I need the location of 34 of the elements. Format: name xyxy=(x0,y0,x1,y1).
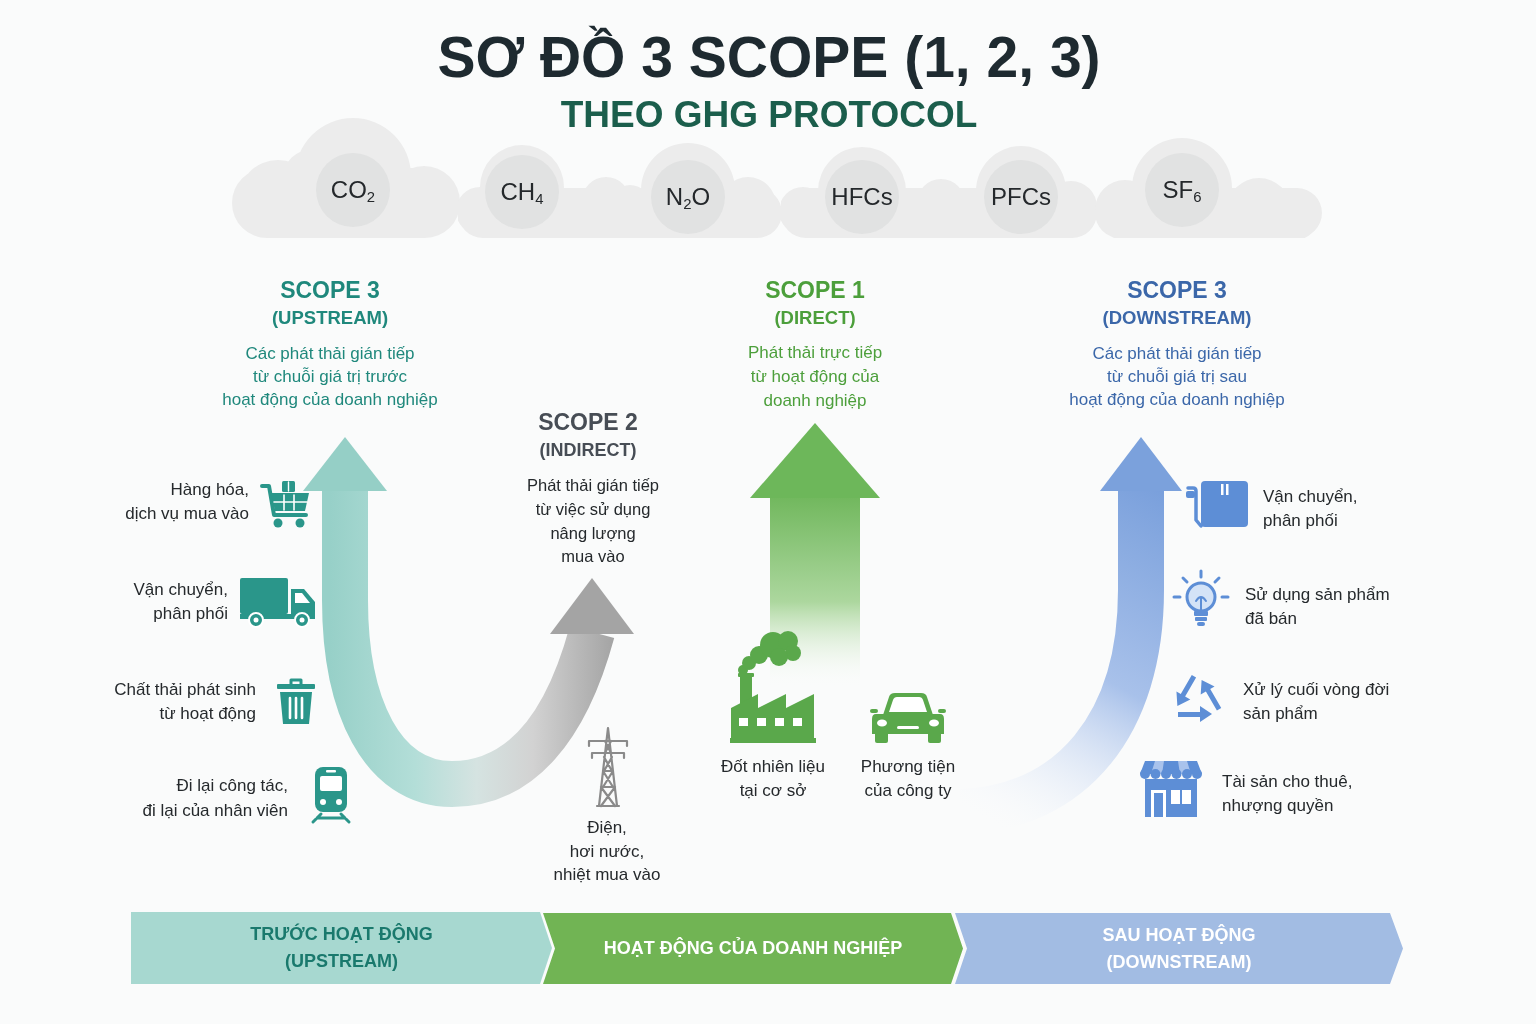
gas-bubble: SF$_{6}$ xyxy=(1145,153,1219,227)
scope-description: Phát thải gián tiếp từ việc sử dụng nâng lượng mua vào xyxy=(526,475,660,568)
emission-source-label: Chất thải phát sinh từ hoạt động xyxy=(114,679,256,725)
stage-banner: SAU HOẠT ĐỘNG (DOWNSTREAM) xyxy=(955,913,1403,984)
emission-source-label: Đi lại công tác, đi lại của nhân viên xyxy=(142,774,288,822)
scope-heading: SCOPE 2 xyxy=(538,408,638,436)
gas-bubble: N$_{2}$O xyxy=(651,160,725,234)
stage-banner: TRƯỚC HOẠT ĐỘNG (UPSTREAM) xyxy=(131,912,552,984)
scope-description: Các phát thải gián tiếp từ chuỗi giá trị trước hoạt động của doanh nghiệp xyxy=(222,342,438,411)
diagram-subtitle: THEO GHG PROTOCOL xyxy=(560,93,978,137)
emission-source-label: Vận chuyển, phân phối xyxy=(133,579,228,625)
scope-type: (DIRECT) xyxy=(774,306,856,330)
scope-heading: SCOPE 3 xyxy=(1127,276,1227,304)
emission-source-label: Điện, hơi nước, nhiệt mua vào xyxy=(553,817,661,887)
emission-source-label: Hàng hóa, dịch vụ mua vào xyxy=(125,479,249,525)
scope-type: (UPSTREAM) xyxy=(271,306,389,330)
emission-source-label: Vận chuyển, phân phối xyxy=(1263,486,1358,532)
stage-banner: HOẠT ĐỘNG CỦA DOANH NGHIỆP xyxy=(543,913,963,984)
emission-source-label: Đốt nhiên liệu tại cơ sở xyxy=(721,756,825,802)
emission-source-label: Tài sản cho thuê, nhượng quyền xyxy=(1222,771,1353,817)
gas-bubble: HFCs xyxy=(825,160,899,234)
scope-description: Phát thải trực tiếp từ hoạt động của doanh nghiệp xyxy=(747,342,883,412)
emission-source-label: Sử dụng sản phẩm đã bán xyxy=(1245,584,1390,630)
scope-type: (DOWNSTREAM) xyxy=(1102,306,1252,330)
diagram-title: SƠ ĐỒ 3 SCOPE (1, 2, 3) xyxy=(437,24,1101,91)
gas-bubble: CO$_{2}$ xyxy=(316,153,390,227)
scope-description: Các phát thải gián tiếp từ chuỗi giá trị sau hoạt động của doanh nghiệp xyxy=(1069,342,1285,411)
gas-bubble: CH$_{4}$ xyxy=(485,155,559,229)
scope-heading: SCOPE 3 xyxy=(280,276,380,304)
emission-source-label: Xử lý cuối vòng đời sản phẩm xyxy=(1243,679,1390,725)
emission-source-label: Phương tiện của công ty xyxy=(860,756,956,802)
scope-type: (INDIRECT) xyxy=(539,439,637,462)
scope-heading: SCOPE 1 xyxy=(765,276,865,304)
gas-bubble: PFCs xyxy=(984,160,1058,234)
